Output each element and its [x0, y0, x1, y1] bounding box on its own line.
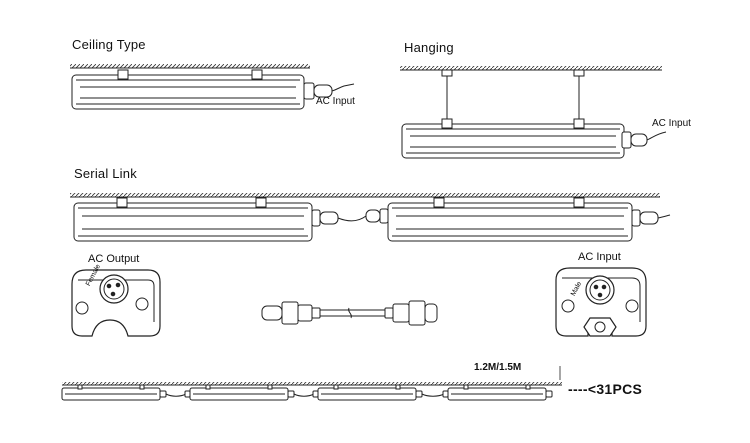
serial-ceiling-surface [70, 193, 660, 197]
serial-link-diagram [70, 193, 671, 242]
serial-link-cable [337, 215, 367, 222]
chain-fixture-clip [333, 384, 339, 390]
chain-fixture [317, 384, 449, 401]
chain-fixture [447, 384, 553, 401]
chain-fixture-endcap [415, 390, 423, 398]
max-chain-count-label: ----<31PCS [568, 381, 643, 397]
hanging-ceiling-surface [400, 66, 662, 70]
chain-link-cable [293, 393, 315, 397]
chain-ceiling-surface [62, 382, 562, 385]
ac-input-title: AC Input [578, 251, 621, 263]
hanging-fixture [401, 118, 625, 159]
chain-fixture-endcap [287, 390, 295, 398]
linking-cable-icon [261, 300, 438, 326]
ceiling-input-connector [303, 82, 355, 100]
ceiling-type-title: Ceiling Type [72, 37, 146, 52]
chain-link-plug [442, 390, 449, 398]
chain-fixture-clip [205, 384, 211, 390]
ceiling-type-diagram [70, 64, 355, 110]
hanging-input-connector [621, 131, 667, 149]
chain-link-plug [312, 390, 319, 398]
male-plug-icon [585, 275, 615, 305]
serial-link-title: Serial Link [74, 166, 137, 181]
serial-chain-diagram [61, 366, 562, 401]
serial-fixture-right [387, 197, 633, 242]
hanging-title: Hanging [404, 40, 454, 55]
female-socket-icon [99, 274, 129, 304]
ac-output-title: AC Output [88, 253, 140, 265]
serial-fixture-left [73, 197, 313, 242]
suspension-rod-icon [441, 69, 585, 120]
ac-input-connector-diagram [555, 267, 647, 337]
chain-fixture-clip [463, 384, 469, 390]
ceiling-ac-input-label: AC Input [316, 96, 355, 107]
hanging-diagram [400, 66, 667, 159]
chain-fixture-clip [525, 384, 531, 390]
serial-output-connector [631, 209, 671, 227]
ceiling-surface [70, 64, 310, 68]
hanging-ac-input-label: AC Input [652, 118, 691, 129]
serial-link-plug [365, 208, 389, 224]
input-screw-left [561, 299, 575, 313]
chain-link-cable [421, 393, 445, 397]
ac-output-connector-diagram [71, 269, 161, 337]
chain-fixture-clip [77, 384, 83, 390]
chain-fixture-endcap [159, 390, 167, 398]
chain-fixture-clip [267, 384, 273, 390]
chain-fixture-clip [139, 384, 145, 390]
chain-link-cable [165, 393, 187, 397]
end-cap-connector-icon [311, 209, 339, 227]
output-screw-right [135, 297, 149, 311]
chain-fixtures [61, 384, 553, 401]
chain-fixture-clip [395, 384, 401, 390]
input-screw-right [625, 299, 639, 313]
chain-fixture-endcap [545, 390, 553, 398]
ceiling-mount-fixture-icon [71, 69, 305, 110]
chain-fixture [189, 384, 319, 401]
chain-link-plug [184, 390, 191, 398]
chain-fixture [61, 384, 191, 401]
cable-length-label: 1.2M/1.5M [474, 362, 522, 373]
output-screw-left [75, 301, 89, 315]
cable-gland-icon [583, 317, 617, 337]
